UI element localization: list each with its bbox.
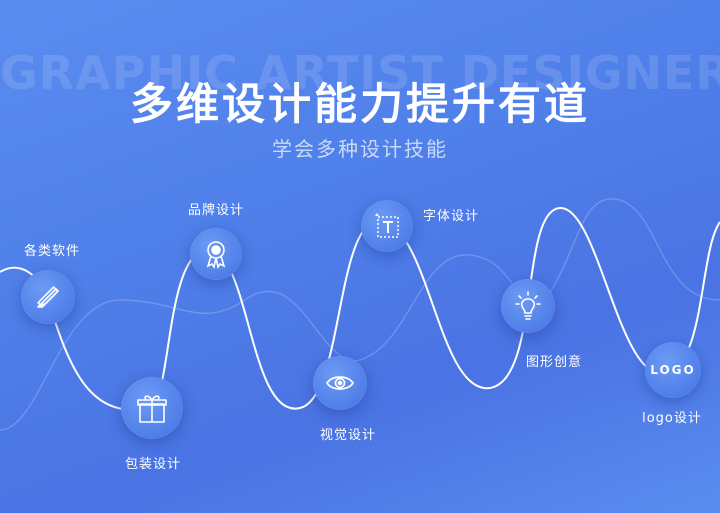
skill-label-visual: 视觉设计	[319, 428, 377, 443]
skill-node-creative[interactable]	[501, 279, 555, 333]
skill-label-font: 字体设计	[422, 209, 480, 224]
eye-icon	[325, 376, 355, 390]
skill-label-creative: 图形创意	[525, 355, 583, 370]
skill-label-logo: logo设计	[642, 411, 702, 426]
text-type-icon	[375, 213, 399, 238]
logo-mark-icon: LOGO	[650, 363, 696, 377]
page-subtitle: 学会多种设计技能	[272, 137, 448, 161]
skill-label-software: 各类软件	[23, 244, 81, 259]
lightbulb-icon	[515, 291, 541, 320]
skill-node-font[interactable]	[361, 200, 413, 252]
page-title: 多维设计能力提升有道	[130, 80, 590, 130]
gift-box-icon	[137, 395, 167, 423]
skill-node-logo[interactable]: LOGO	[645, 342, 701, 398]
skill-node-brand[interactable]	[190, 228, 242, 280]
background-wave	[0, 198, 720, 431]
skill-label-brand: 品牌设计	[187, 203, 245, 218]
skill-label-packaging: 包装设计	[124, 457, 182, 472]
skill-node-visual[interactable]	[313, 356, 367, 410]
background-watermark: GRAPHIC ARTIST DESIGNER	[0, 46, 720, 100]
award-badge-icon	[206, 241, 226, 269]
skill-node-packaging[interactable]	[121, 377, 183, 439]
pencil-ruler-icon	[37, 286, 59, 308]
skill-node-software[interactable]	[21, 270, 75, 324]
